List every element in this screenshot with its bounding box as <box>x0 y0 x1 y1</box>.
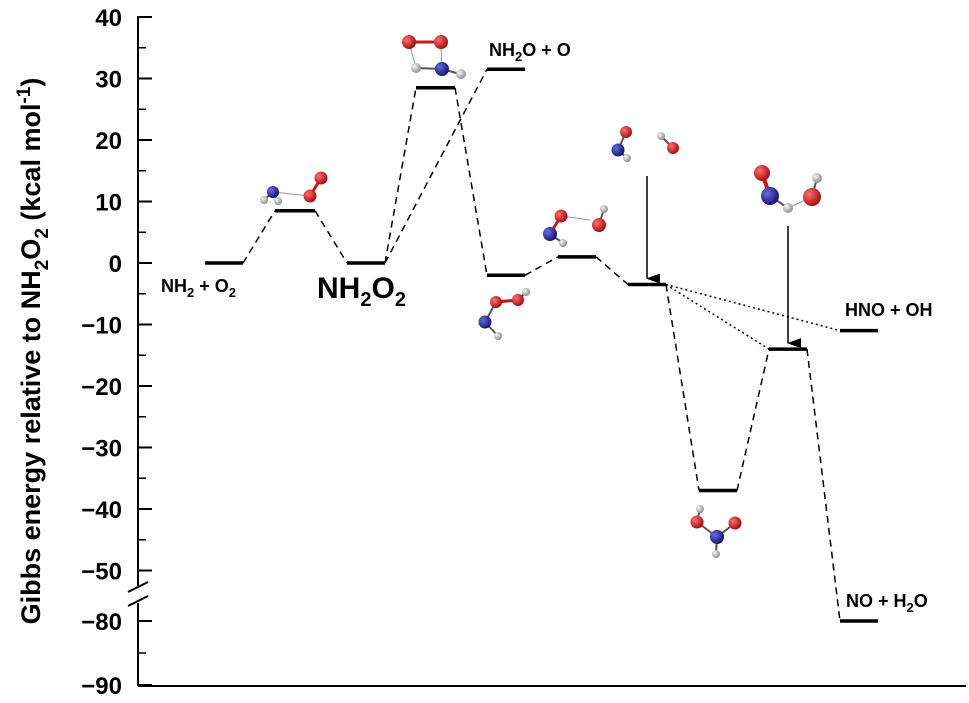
structure-ts2 <box>402 35 466 79</box>
y-tick-label: −30 <box>81 436 122 463</box>
y-tick-label: −20 <box>81 374 122 401</box>
nitrogen-atom <box>435 62 449 76</box>
connection-dashed <box>524 256 559 276</box>
oxygen-atom <box>690 515 704 529</box>
plot-frame <box>127 16 966 687</box>
structure-prod-hno <box>754 165 822 213</box>
connection-dashed <box>665 284 700 491</box>
y-tick-label: 0 <box>109 251 122 278</box>
connection-dashed <box>454 87 488 276</box>
y-axis-label-subscript: 2 <box>32 228 53 239</box>
pathway-arrows <box>646 176 801 349</box>
nitrogen-atom <box>761 187 779 205</box>
oxygen-atom <box>728 516 742 530</box>
oxygen-atom <box>434 35 448 49</box>
connection-dashed <box>314 210 348 264</box>
y-axis-tick-labels: 40 30 20 10 0 −10 −20 −30 −40 −50 −80 −90 <box>81 5 122 700</box>
oxygen-atom <box>554 209 568 223</box>
species-label-no-h2o: NO + H2O <box>846 591 928 615</box>
hydrogen-atom <box>494 332 502 340</box>
y-axis-ticks <box>138 16 152 686</box>
hydrogen-atom <box>600 205 608 213</box>
hydrogen-atom <box>411 63 421 73</box>
y-axis-label-part: Gibbs energy relative to NH <box>16 270 46 624</box>
oxygen-atom <box>667 142 679 154</box>
nitrogen-atom <box>478 315 492 329</box>
hydrogen-atom <box>559 239 567 247</box>
hydrogen-atom <box>274 197 282 205</box>
connection-dotted <box>665 283 770 350</box>
hydrogen-atom <box>522 288 530 296</box>
connection-dotted <box>665 283 841 332</box>
axis-break-mark <box>127 581 149 607</box>
oxygen-atom <box>620 126 632 138</box>
y-tick-label: 20 <box>95 128 122 155</box>
oxygen-atom <box>303 189 317 203</box>
structure-ts3 <box>543 205 608 247</box>
hydrogen-atom <box>260 196 268 204</box>
oxygen-atom <box>592 218 606 232</box>
y-axis-label-part: O <box>16 239 46 260</box>
hydrogen-atom <box>623 154 631 162</box>
connection-dashed <box>384 68 488 264</box>
y-tick-label: −90 <box>81 673 122 700</box>
connection-dashed <box>806 349 841 622</box>
y-axis-label-part: ) <box>16 78 46 87</box>
hydrogen-atom <box>456 69 466 79</box>
y-tick-label: 40 <box>95 5 122 32</box>
y-tick-label: 10 <box>95 190 122 217</box>
y-tick-label: −40 <box>81 497 122 524</box>
nitrogen-atom <box>710 530 724 544</box>
energy-levels <box>205 67 878 623</box>
connection-dashed <box>595 256 629 286</box>
species-label-nh2o-o: NH2O + O <box>489 40 571 64</box>
oxygen-atom <box>803 188 821 206</box>
pathway-connections <box>242 68 841 622</box>
y-tick-label: 30 <box>95 67 122 94</box>
oxygen-atom <box>512 294 524 306</box>
hydrogen-atom <box>696 505 704 513</box>
nitrogen-atom <box>267 186 279 198</box>
connection-dashed <box>384 87 417 264</box>
oxygen-atom <box>754 165 770 181</box>
structure-int2 <box>611 126 679 162</box>
oxygen-atom <box>402 35 416 49</box>
y-axis-label-superscript: -1 <box>14 86 35 103</box>
hydrogen-atom <box>783 203 793 213</box>
structure-int1 <box>478 288 530 340</box>
y-tick-label: −80 <box>81 609 122 636</box>
species-label-nh2o2: NH2O2 <box>317 272 406 311</box>
hydrogen-atom <box>657 132 665 140</box>
y-axis-label-part: (kcal mol <box>16 104 46 229</box>
nitrogen-atom <box>543 227 557 241</box>
structure-int3 <box>690 505 742 558</box>
hydrogen-atom <box>712 550 720 558</box>
species-labels: NH2 + O2 NH2O2 NH2O + O HNO + OH NO + H2… <box>161 40 933 615</box>
connection-dashed <box>242 210 276 264</box>
y-tick-label: −50 <box>81 559 122 586</box>
nitrogen-atom <box>611 143 625 157</box>
oxygen-atom <box>490 296 502 308</box>
species-label-nh2-o2: NH2 + O2 <box>161 276 236 300</box>
species-label-hno-oh: HNO + OH <box>845 300 933 320</box>
hydrogen-atom <box>812 173 822 183</box>
molecular-structures <box>260 35 822 558</box>
y-tick-label: −10 <box>81 313 122 340</box>
oxygen-atom <box>314 171 328 185</box>
connection-dashed <box>736 348 770 491</box>
structure-ts1 <box>260 171 328 205</box>
y-axis-label: Gibbs energy relative to NH2O2 (kcal mol… <box>14 78 53 625</box>
y-axis-label-subscript: 2 <box>32 260 53 271</box>
